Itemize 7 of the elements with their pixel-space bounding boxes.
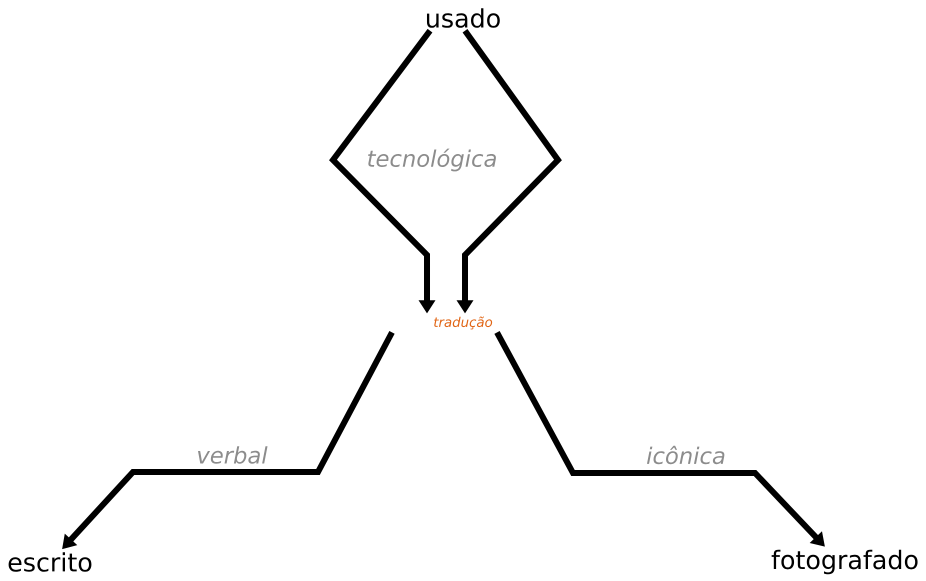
node-label: fotografado (772, 550, 918, 574)
node-label: escrito (8, 552, 92, 572)
edge-label: tecnológica (365, 147, 499, 173)
edge-label: icônica (644, 444, 728, 466)
edge-label: verbal (195, 444, 269, 466)
node-label: tradução (434, 316, 492, 330)
node-label: usado (426, 8, 500, 28)
